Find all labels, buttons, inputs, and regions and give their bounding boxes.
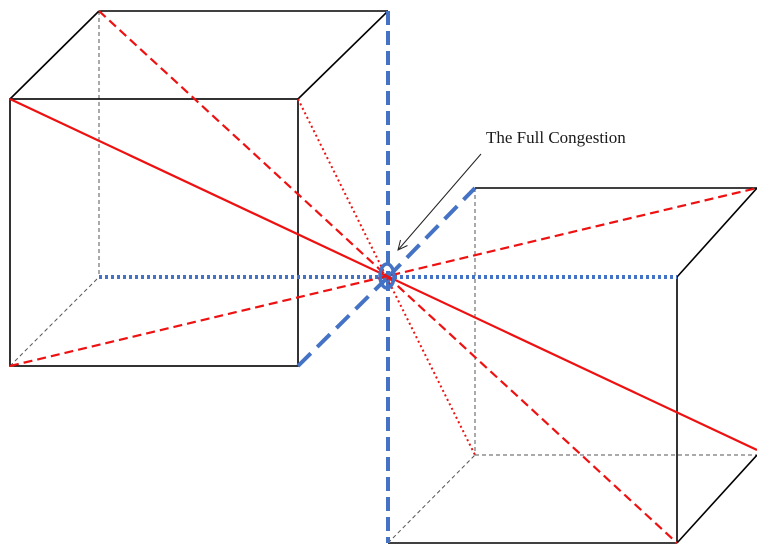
- diagonal-dashed-left-to-right: [9, 186, 757, 368]
- left-cube-visible-edges: [9, 10, 389, 367]
- right-cube-top-left-depth-edge: [386, 186, 477, 279]
- left-cube-top-right-edge: [297, 10, 389, 100]
- left-cube-hidden-edges: [9, 11, 100, 367]
- left-cube: [9, 10, 390, 368]
- left-cube-highlight-edges: [99, 11, 390, 368]
- right-cube-top-depth-edge: [676, 187, 757, 278]
- right-cube-visible-edges: [388, 187, 757, 544]
- right-cube-highlight-edges: [386, 186, 677, 543]
- diagonal-dashed-top-to-bottom: [98, 10, 678, 544]
- main-diagonal-solid: [9, 98, 757, 451]
- space-diagonals: [9, 10, 757, 544]
- arrow-icon: [397, 153, 482, 251]
- left-cube-bottom-depth-edge: [296, 275, 390, 368]
- diagonal-dotted-short: [297, 98, 476, 456]
- right-cube-hidden-edges: [387, 188, 757, 544]
- congestion-label: The Full Congestion: [486, 128, 626, 147]
- left-cube-top-left-edge: [9, 10, 100, 100]
- right-cube-hidden-depth: [387, 454, 476, 544]
- left-cube-front-face: [9, 98, 299, 367]
- congestion-marker: [378, 262, 396, 290]
- left-cube-hidden-depth: [9, 276, 100, 367]
- right-cube-bottom-depth-edge: [676, 454, 757, 544]
- right-cube: [386, 186, 757, 544]
